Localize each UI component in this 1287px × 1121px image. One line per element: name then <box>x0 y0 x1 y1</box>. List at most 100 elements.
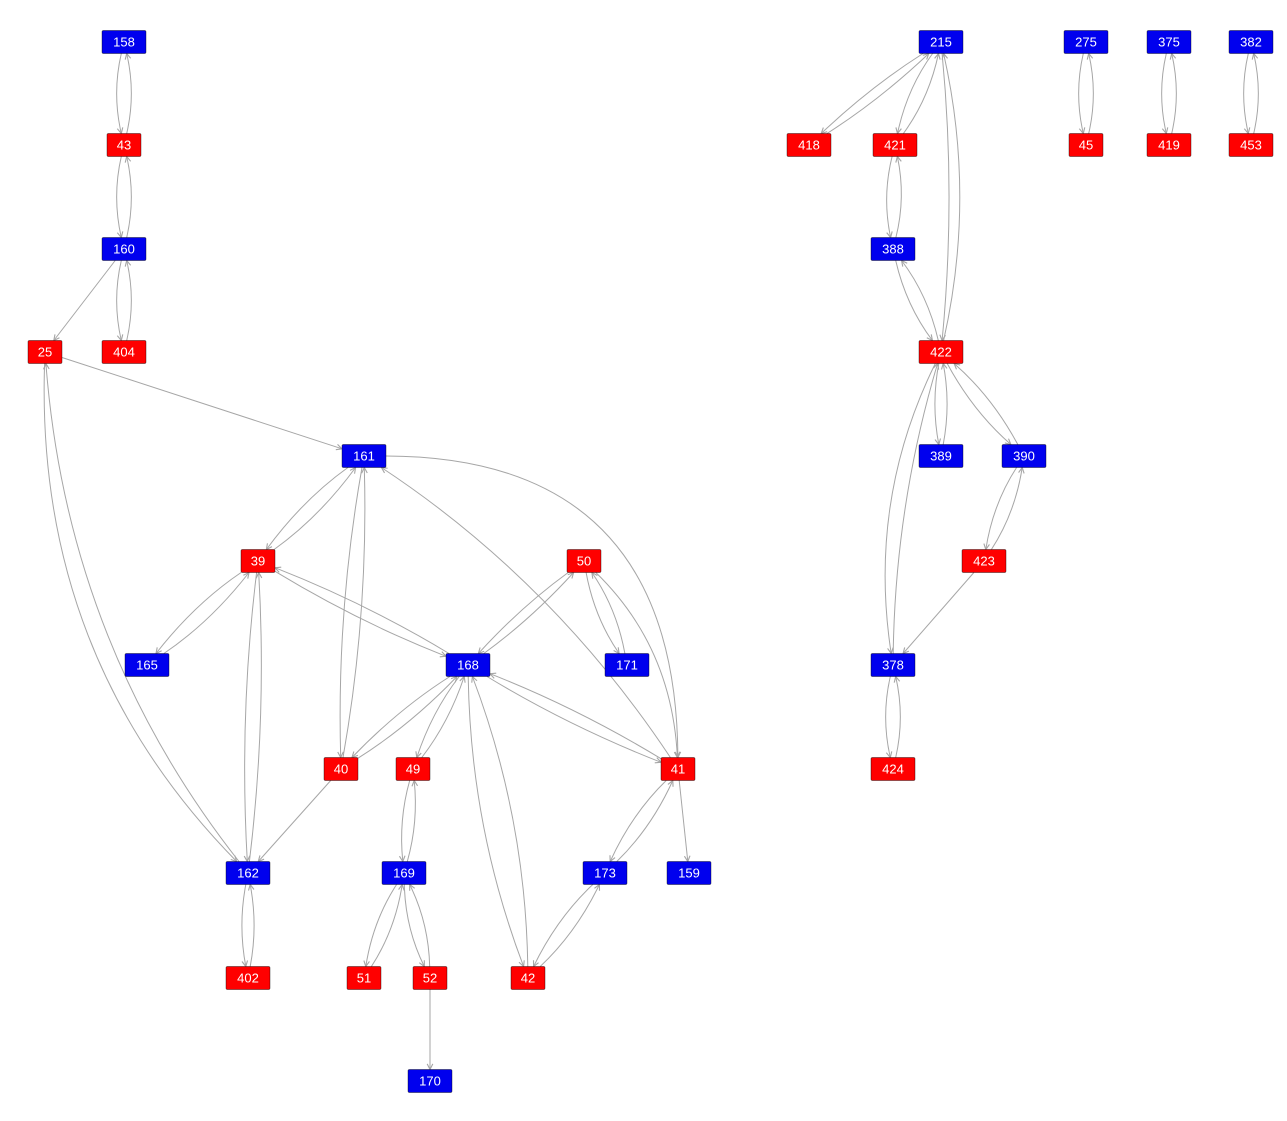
node-box[interactable] <box>872 133 918 157</box>
node-49[interactable]: 49 <box>395 757 431 781</box>
node-box[interactable] <box>1228 30 1274 54</box>
node-box[interactable] <box>225 966 271 990</box>
edge-162-25 <box>46 364 240 862</box>
node-box[interactable] <box>1001 444 1047 468</box>
node-41[interactable]: 41 <box>660 757 696 781</box>
edge-418-215 <box>826 54 929 134</box>
node-box[interactable] <box>666 861 712 885</box>
node-box[interactable] <box>582 861 628 885</box>
edge-382-453 <box>1243 53 1249 134</box>
node-box[interactable] <box>1068 133 1104 157</box>
edge-49-169 <box>402 780 411 862</box>
node-168[interactable]: 168 <box>445 653 491 677</box>
node-388[interactable]: 388 <box>870 237 916 261</box>
node-box[interactable] <box>412 966 448 990</box>
edge-39-161 <box>273 468 356 550</box>
node-box[interactable] <box>870 237 916 261</box>
edge-43-160 <box>116 156 122 238</box>
node-box[interactable] <box>660 757 696 781</box>
node-39[interactable]: 39 <box>240 549 276 573</box>
node-box[interactable] <box>106 133 142 157</box>
edge-51-169 <box>370 885 402 967</box>
node-160[interactable]: 160 <box>101 237 147 261</box>
edge-42-173 <box>539 885 599 967</box>
edge-165-39 <box>163 573 249 654</box>
node-159[interactable]: 159 <box>666 861 712 885</box>
node-box[interactable] <box>124 653 170 677</box>
edge-160-25 <box>54 260 116 341</box>
edge-215-422 <box>942 53 950 341</box>
node-158[interactable]: 158 <box>101 30 147 54</box>
node-box[interactable] <box>961 549 1007 573</box>
node-424[interactable]: 424 <box>870 757 916 781</box>
node-box[interactable] <box>346 966 382 990</box>
node-52[interactable]: 52 <box>412 966 448 990</box>
node-423[interactable]: 423 <box>961 549 1007 573</box>
node-390[interactable]: 390 <box>1001 444 1047 468</box>
node-box[interactable] <box>101 340 147 364</box>
node-453[interactable]: 453 <box>1228 133 1274 157</box>
node-box[interactable] <box>604 653 650 677</box>
node-418[interactable]: 418 <box>786 133 832 157</box>
node-382[interactable]: 382 <box>1228 30 1274 54</box>
node-box[interactable] <box>1063 30 1109 54</box>
node-43[interactable]: 43 <box>106 133 142 157</box>
node-173[interactable]: 173 <box>582 861 628 885</box>
node-422[interactable]: 422 <box>918 340 964 364</box>
node-box[interactable] <box>918 340 964 364</box>
node-box[interactable] <box>101 237 147 261</box>
node-25[interactable]: 25 <box>27 340 63 364</box>
node-51[interactable]: 51 <box>346 966 382 990</box>
node-378[interactable]: 378 <box>870 653 916 677</box>
edge-215-421 <box>898 53 934 134</box>
node-box[interactable] <box>395 757 431 781</box>
node-419[interactable]: 419 <box>1146 133 1192 157</box>
node-421[interactable]: 421 <box>872 133 918 157</box>
edge-168-49 <box>417 676 460 758</box>
node-389[interactable]: 389 <box>918 444 964 468</box>
node-box[interactable] <box>870 653 916 677</box>
node-171[interactable]: 171 <box>604 653 650 677</box>
edge-162-402 <box>241 884 246 967</box>
node-box[interactable] <box>1146 133 1192 157</box>
edge-421-215 <box>902 54 938 134</box>
edge-39-165 <box>156 572 242 654</box>
node-50[interactable]: 50 <box>566 549 602 573</box>
node-box[interactable] <box>27 340 63 364</box>
node-375[interactable]: 375 <box>1146 30 1192 54</box>
node-40[interactable]: 40 <box>323 757 359 781</box>
node-161[interactable]: 161 <box>341 444 387 468</box>
node-170[interactable]: 170 <box>407 1069 453 1093</box>
node-169[interactable]: 169 <box>381 861 427 885</box>
node-box[interactable] <box>341 444 387 468</box>
node-box[interactable] <box>918 444 964 468</box>
node-box[interactable] <box>870 757 916 781</box>
edge-169-52 <box>403 884 424 967</box>
node-box[interactable] <box>240 549 276 573</box>
node-box[interactable] <box>566 549 602 573</box>
node-box[interactable] <box>445 653 491 677</box>
node-162[interactable]: 162 <box>225 861 271 885</box>
node-42[interactable]: 42 <box>510 966 546 990</box>
node-275[interactable]: 275 <box>1063 30 1109 54</box>
edge-388-421 <box>896 157 902 238</box>
node-45[interactable]: 45 <box>1068 133 1104 157</box>
node-box[interactable] <box>918 30 964 54</box>
node-box[interactable] <box>407 1069 453 1093</box>
node-215[interactable]: 215 <box>918 30 964 54</box>
node-402[interactable]: 402 <box>225 966 271 990</box>
edge-422-390 <box>946 363 1011 445</box>
node-404[interactable]: 404 <box>101 340 147 364</box>
edge-389-422 <box>943 364 948 445</box>
node-box[interactable] <box>1146 30 1192 54</box>
node-box[interactable] <box>101 30 147 54</box>
node-box[interactable] <box>510 966 546 990</box>
node-box[interactable] <box>225 861 271 885</box>
node-box[interactable] <box>786 133 832 157</box>
edge-375-419 <box>1161 53 1167 134</box>
node-box[interactable] <box>323 757 359 781</box>
node-box[interactable] <box>1228 133 1274 157</box>
node-165[interactable]: 165 <box>124 653 170 677</box>
node-box[interactable] <box>381 861 427 885</box>
